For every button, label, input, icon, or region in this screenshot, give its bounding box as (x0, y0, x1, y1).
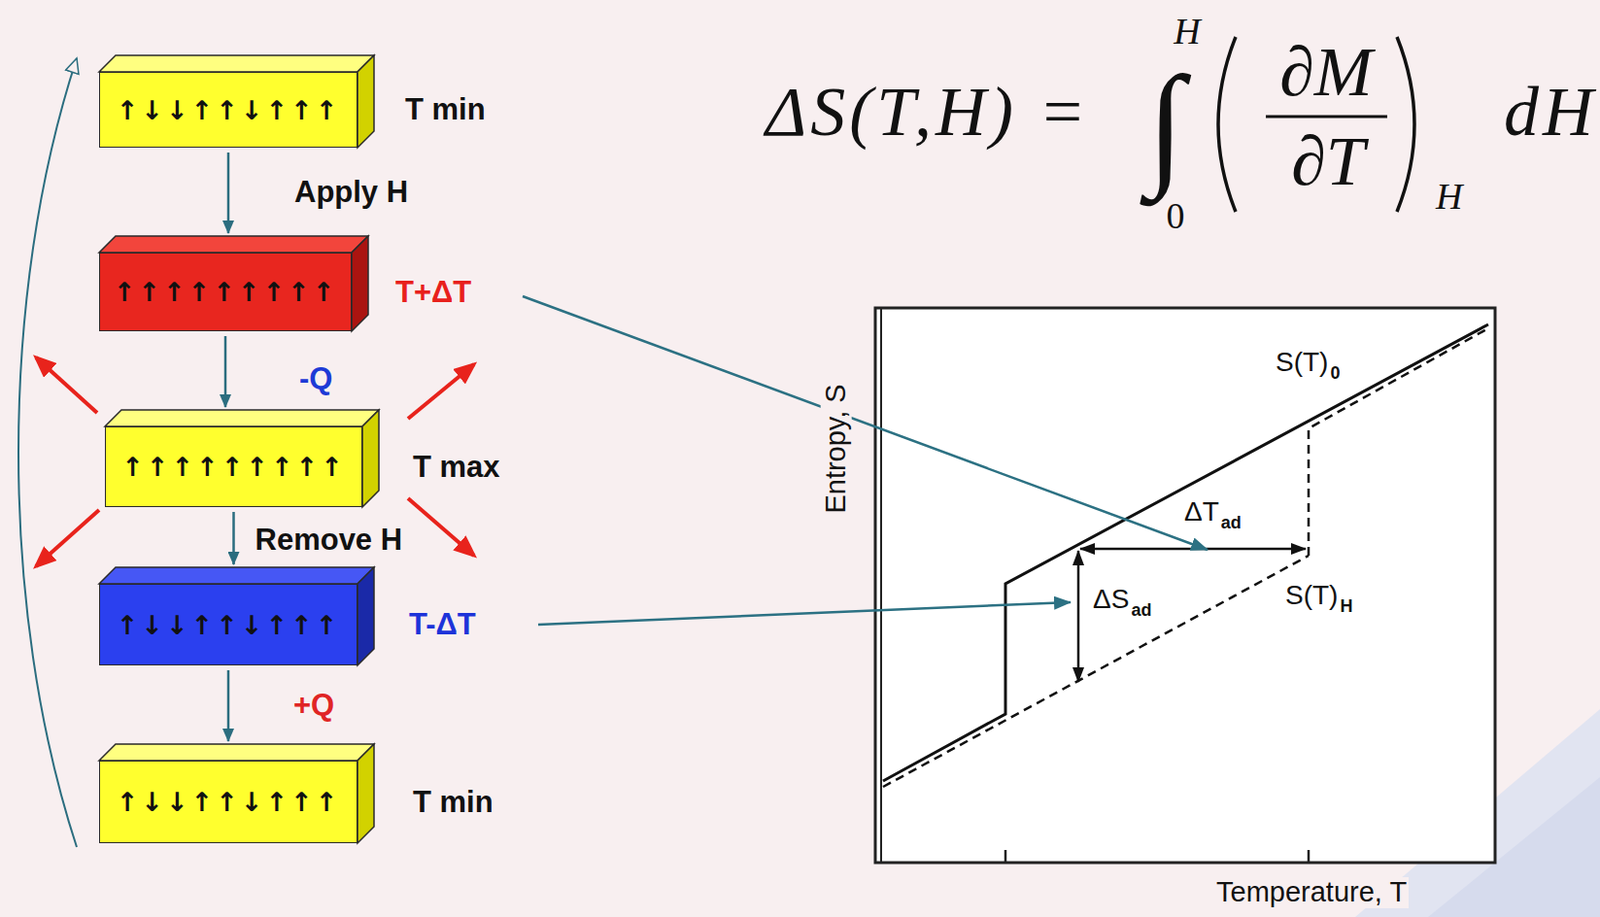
heat-arrow (35, 510, 100, 567)
fraction-denominator: ∂T (1291, 126, 1365, 197)
fraction-numerator: ∂M (1279, 36, 1373, 107)
block-side-face (357, 567, 375, 666)
step-label: -Q (296, 362, 336, 396)
delta-t-arrow (1080, 547, 1306, 551)
step-label: Remove H (252, 523, 407, 557)
subscript: 0 (1329, 364, 1340, 384)
temperature-label: T min (405, 93, 486, 127)
block-side-face (357, 744, 375, 844)
block-top-face (99, 236, 369, 253)
curve-label: S(T) (1274, 347, 1329, 378)
heat-arrow (408, 364, 475, 419)
entropy-curve-field (883, 555, 1309, 787)
quantity-label: ΔT (1183, 497, 1221, 528)
delta-s-arrow (1077, 550, 1081, 682)
parenthesis (1218, 36, 1236, 212)
leader-line (522, 296, 1208, 550)
magnet-block: ↑↓↓↑↑↓↑↑↑T min (99, 71, 358, 148)
magnet-block: ↑↑↑↑↑↑↑↑↑T max (104, 426, 363, 508)
temperature-label: T+ΔT (395, 274, 472, 308)
magnet-block: ↑↓↓↑↑↓↑↑↑T min (99, 760, 358, 844)
block-side-face (362, 409, 379, 508)
spin-arrows: ↑↑↑↑↑↑↑↑↑ (121, 453, 346, 480)
spin-arrows: ↑↑↑↑↑↑↑↑↑ (113, 278, 339, 306)
process-arrow (224, 336, 228, 408)
block-top-face (99, 744, 375, 761)
cycle-return-arrow (18, 58, 77, 848)
quantity-label: ΔS (1091, 584, 1130, 615)
process-arrow (227, 670, 231, 742)
spin-arrows: ↑↓↓↑↑↓↑↑↑ (116, 97, 341, 124)
temperature-label: T min (412, 784, 494, 818)
subscript: H (1339, 597, 1353, 617)
subscript: ad (1130, 601, 1152, 621)
chart-frame (875, 307, 1496, 863)
magnet-block: ↑↓↓↑↑↓↑↑↑T-ΔT (99, 583, 358, 666)
integral-limit: 0 (1166, 197, 1186, 235)
heat-arrow (408, 498, 475, 556)
spin-arrows: ↑↓↓↑↑↓↑↑↑ (116, 788, 341, 816)
parenthesis (1396, 36, 1415, 212)
process-arrow (227, 152, 231, 234)
leader-line (538, 602, 1071, 625)
spin-arrows: ↑↓↓↑↑↓↑↑↑ (116, 612, 341, 639)
curve-label: S(T) (1284, 580, 1339, 612)
block-top-face (99, 567, 375, 584)
temperature-label: T-ΔT (408, 608, 477, 642)
fraction-bar (1265, 115, 1388, 119)
axis-title: Entropy, S (820, 381, 852, 515)
block-side-face (357, 55, 375, 148)
axis-line (880, 307, 883, 863)
step-label: +Q (290, 688, 338, 722)
formula-text: ΔS(T,H) = (765, 76, 1090, 147)
integral-sign: ∫ (1147, 56, 1185, 193)
temperature-label: T max (412, 449, 501, 483)
axis-title: Temperature, T (1214, 877, 1409, 909)
block-top-face (104, 409, 379, 427)
formula-text: dH (1503, 76, 1598, 147)
subscript: ad (1221, 513, 1242, 534)
axis-tick (1004, 850, 1008, 863)
magnet-block: ↑↑↑↑↑↑↑↑↑T+ΔT (99, 252, 352, 332)
process-arrow (232, 511, 236, 565)
step-label: Apply H (291, 175, 411, 209)
integral-limit: H (1173, 12, 1200, 50)
entropy-curve-zero-field (883, 324, 1489, 782)
axis-tick (1307, 850, 1311, 863)
block-top-face (99, 55, 375, 72)
subscript: H (1435, 177, 1463, 215)
entropy-curve-field (1308, 328, 1489, 556)
block-side-face (351, 236, 369, 332)
heat-arrow (35, 357, 98, 413)
